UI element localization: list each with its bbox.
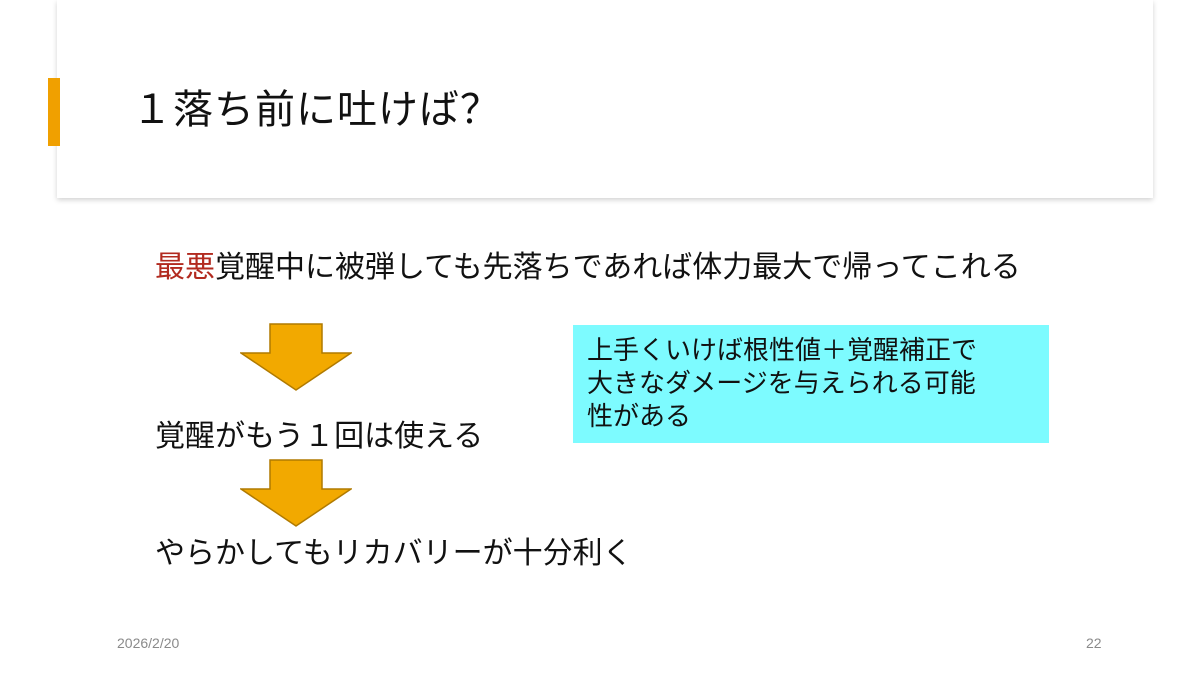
body-line-3: やらかしてもリカバリーが十分利く (155, 536, 633, 571)
footer-page-number: 22 (1086, 635, 1102, 651)
body-line-2: 覚醒がもう１回は使える (155, 419, 484, 454)
callout-box: 上手くいけば根性値＋覚醒補正で 大きなダメージを与えられる可能 性がある (573, 325, 1049, 443)
callout-line: 性がある (587, 402, 692, 432)
down-arrow-icon (240, 323, 352, 391)
slide-title: １落ち前に吐けば？ (132, 87, 501, 133)
body-paragraph-1: 最悪覚醒中に被弾しても先落ちであれば体力最大で帰ってこれる (112, 244, 1112, 291)
body-paragraph-1-text: 覚醒中に被弾しても先落ちであれば体力最大で帰ってこれる (215, 250, 1021, 285)
down-arrow-icon (240, 459, 352, 527)
down-arrow-shape (240, 459, 352, 527)
callout-line: 大きなダメージを与えられる可能 (587, 369, 976, 399)
highlight-word: 最悪 (155, 250, 215, 285)
title-accent-bar (48, 78, 60, 146)
down-arrow-shape (240, 323, 352, 391)
callout-line: 上手くいけば根性値＋覚醒補正で (587, 336, 978, 366)
title-panel (57, 0, 1153, 198)
footer-date: 2026/2/20 (117, 635, 180, 651)
